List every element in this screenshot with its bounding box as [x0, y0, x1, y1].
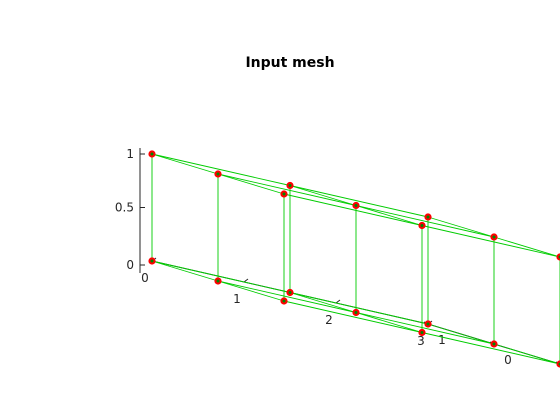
mesh-node-center — [282, 299, 286, 303]
mesh-node — [352, 308, 360, 317]
mesh-edge — [283, 193, 423, 226]
mesh-node — [556, 360, 560, 368]
mesh-node-center — [150, 152, 154, 156]
mesh-node — [286, 288, 294, 297]
x-tick-mark — [335, 299, 341, 304]
x-tick-label: 0 — [141, 271, 149, 285]
mesh-edge — [151, 153, 291, 186]
x-tick-label: 1 — [233, 292, 241, 306]
mesh-edge — [283, 300, 423, 333]
mesh-edge — [427, 323, 495, 345]
mesh-node-center — [420, 331, 424, 334]
mesh-node-center — [288, 291, 292, 294]
mesh-node-center — [492, 342, 496, 346]
mesh-node — [418, 328, 426, 337]
x-tick-label: 2 — [325, 313, 333, 327]
mesh-edge — [421, 332, 560, 365]
mesh-edge — [217, 173, 285, 195]
mesh-node — [148, 257, 156, 265]
mesh-edge — [427, 216, 495, 238]
mesh-edge — [151, 260, 291, 293]
mesh-edge — [151, 260, 219, 282]
y-tick-label: 0 — [504, 353, 512, 367]
mesh-node — [280, 190, 288, 198]
mesh-node — [286, 181, 294, 190]
mesh-node — [148, 150, 156, 158]
mesh-edges — [151, 153, 560, 365]
mesh-node-center — [492, 235, 496, 239]
mesh-node — [556, 253, 560, 261]
mesh-node — [352, 201, 360, 210]
mesh-edge — [355, 312, 495, 345]
mesh-node — [490, 340, 498, 348]
mesh-edge — [493, 343, 560, 365]
z-tick-label: 0 — [126, 258, 134, 272]
z-tick-label: 0.5 — [115, 201, 134, 215]
mesh-node-marker — [556, 253, 560, 261]
mesh-node-center — [216, 279, 220, 283]
mesh-node — [424, 213, 432, 221]
mesh-edge — [289, 185, 357, 206]
mesh-edge — [355, 312, 423, 333]
mesh-node-center — [282, 192, 286, 196]
mesh-node — [214, 170, 222, 178]
mesh-edge — [421, 225, 560, 258]
mesh-node-center — [426, 215, 430, 219]
mesh-edge — [217, 280, 357, 313]
mesh-edge — [289, 292, 357, 313]
mesh-edge — [151, 153, 219, 175]
mesh-node — [280, 297, 288, 305]
mesh-edge — [493, 236, 560, 258]
mesh-node — [424, 320, 432, 328]
mesh-node — [214, 277, 222, 285]
mesh-nodes — [148, 150, 560, 368]
x-tick-label: 3 — [417, 334, 425, 348]
mesh-node-marker — [556, 360, 560, 368]
mesh-node-center — [150, 259, 154, 263]
mesh-edge — [289, 292, 429, 325]
mesh-edge — [217, 280, 285, 302]
x-tick-mark — [243, 278, 249, 283]
mesh-node-center — [216, 172, 220, 176]
y-tick-label: 1 — [438, 333, 446, 347]
mesh-edge — [289, 185, 429, 218]
chart-title: Input mesh — [245, 55, 334, 71]
mesh-node — [418, 221, 426, 230]
mesh-node-center — [354, 204, 358, 207]
z-tick-label: 1 — [126, 147, 134, 161]
mesh-edge — [217, 173, 357, 206]
mesh-node-center — [288, 184, 292, 187]
mesh-node-center — [426, 322, 430, 326]
mesh-edge — [355, 205, 495, 238]
mesh-node-center — [354, 311, 358, 314]
mesh-edge — [355, 205, 423, 226]
mesh-node — [490, 233, 498, 241]
mesh-node-center — [420, 224, 424, 227]
